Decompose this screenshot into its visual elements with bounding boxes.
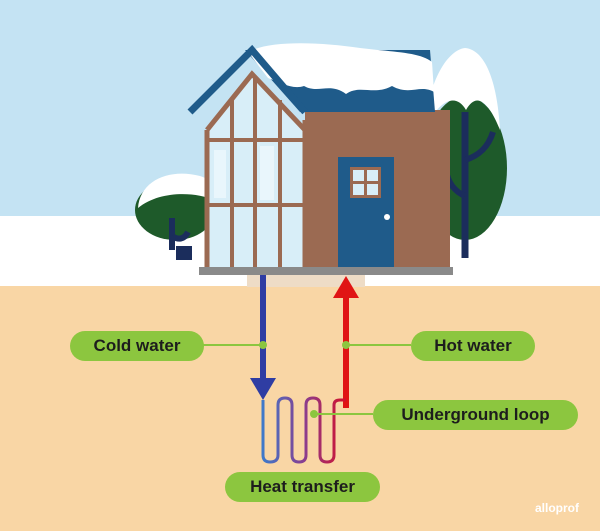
foundation [199,267,453,275]
cold-arrow-head [250,378,276,400]
underground-loop-label: Underground loop [373,400,578,430]
left-bush [135,173,216,268]
hot-connector-dot [342,341,350,349]
cold-water-label: Cold water [70,331,204,361]
hot-water-label: Hot water [411,331,535,361]
underground-loop [261,396,346,464]
cold-connector-dot [259,341,267,349]
hot-pipe [333,276,359,408]
heat-transfer-label: Heat transfer [225,472,380,502]
hot-arrow-head [333,276,359,298]
house [187,43,453,275]
loop-connector-dot [310,410,318,418]
cold-pipe [250,275,276,400]
alloprof-logo: alloprof [535,501,579,515]
door-knob [384,214,390,220]
foundation-shadow [247,273,365,287]
